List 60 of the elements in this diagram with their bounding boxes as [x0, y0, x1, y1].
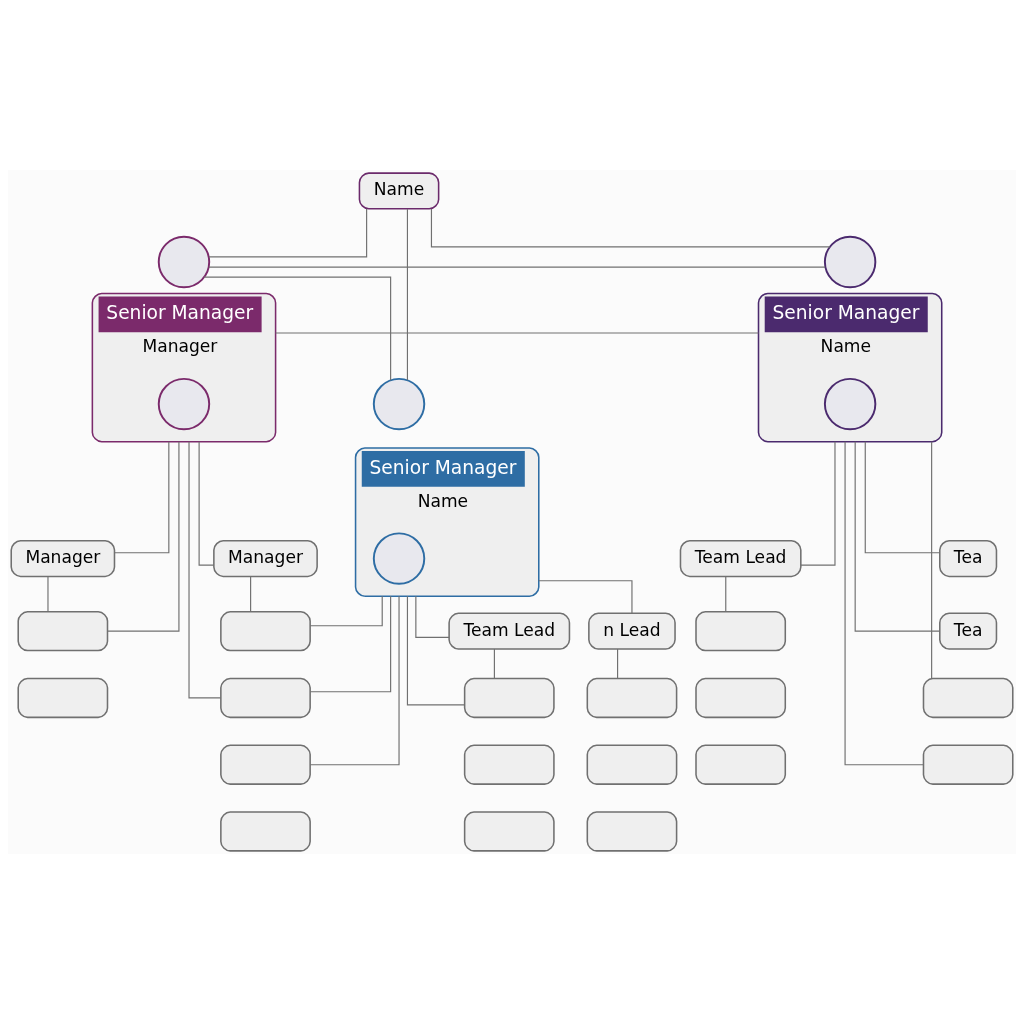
connector	[309, 595, 383, 627]
node-box: Team Lead	[448, 612, 571, 650]
node-box	[463, 744, 555, 785]
node-box: Manager	[213, 539, 318, 578]
node-box: Tea	[939, 612, 998, 650]
node-box	[922, 744, 1014, 785]
node-box	[220, 811, 311, 852]
node-box: n Lead	[588, 612, 676, 650]
node-circle	[372, 532, 426, 585]
node-circle	[372, 377, 426, 431]
connector	[208, 266, 826, 268]
node-box	[586, 811, 678, 852]
connector	[430, 208, 831, 248]
cluster: Senior Manager Name	[757, 292, 943, 443]
connector	[931, 441, 933, 680]
node-box	[463, 677, 555, 719]
connector	[800, 441, 836, 566]
node-box	[695, 611, 787, 652]
connector	[406, 208, 408, 381]
connector	[198, 441, 215, 566]
connector	[854, 441, 941, 632]
node-box	[922, 677, 1014, 719]
connector	[203, 276, 392, 381]
connector	[47, 575, 49, 613]
node-circle	[157, 377, 211, 431]
node-box: Tea	[939, 539, 998, 578]
connector	[114, 441, 170, 554]
connector	[493, 648, 495, 679]
connector	[309, 595, 392, 693]
connector	[107, 441, 180, 632]
node-circle	[157, 235, 211, 289]
connector	[188, 441, 222, 699]
connector	[725, 575, 727, 613]
node-box	[220, 677, 311, 719]
connector	[208, 208, 368, 258]
connector	[844, 441, 924, 766]
node-box	[17, 611, 109, 652]
connector	[864, 441, 941, 554]
node-box: Manager	[10, 539, 116, 578]
node-box	[586, 677, 678, 719]
node-box: Team Lead	[679, 539, 802, 578]
cluster: Senior Manager Manager	[91, 292, 277, 443]
node-box	[586, 744, 678, 785]
node-box	[220, 611, 311, 652]
connector	[617, 648, 619, 679]
connector	[415, 595, 450, 638]
connector	[275, 332, 760, 334]
node-circle	[823, 235, 877, 289]
node-box	[695, 744, 787, 785]
node-box	[695, 677, 787, 719]
connector	[406, 595, 466, 706]
node-circle	[823, 377, 877, 431]
connector	[309, 595, 400, 766]
node-box	[17, 677, 109, 719]
connector	[250, 575, 252, 613]
node-box	[463, 811, 555, 852]
node-box	[220, 744, 311, 785]
cluster: Senior Manager Name	[354, 447, 540, 597]
connector	[538, 580, 633, 614]
node-box: Name	[358, 172, 440, 210]
